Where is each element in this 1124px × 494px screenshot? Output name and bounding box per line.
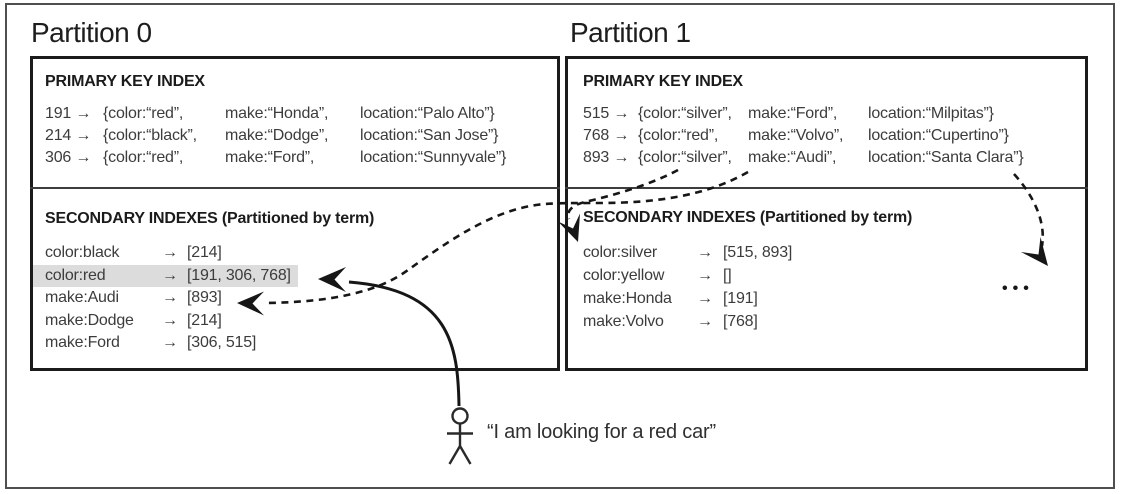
maps-to-arrow: →: [162, 244, 178, 262]
doc-make: make:“Honda”,: [225, 105, 329, 122]
doc-color: {color:“silver”,: [638, 149, 732, 166]
index-term: color:black: [45, 244, 120, 262]
partition-1-primary-rows: 515 → {color:“silver”, make:“Ford”, loca…: [583, 103, 1024, 169]
user-query-text: “I am looking for a red car”: [487, 421, 716, 443]
doc-id: 768 →: [583, 127, 630, 144]
maps-to-arrow: →: [697, 266, 713, 284]
doc-color: {color:“red”,: [638, 127, 719, 144]
index-entry: make:Audi → [893]: [45, 287, 222, 310]
index-entry: color:silver → [515, 893]: [583, 241, 792, 264]
maps-to-arrow: →: [697, 243, 713, 261]
outer-frame: [5, 3, 1115, 489]
doc-make: make:“Dodge”,: [225, 127, 329, 144]
index-postings: [214]: [187, 244, 222, 262]
primary-row: 214 → {color:“black”, make:“Dodge”, loca…: [45, 125, 506, 147]
index-entry: make:Dodge → [214]: [45, 310, 222, 333]
index-postings: [515, 893]: [723, 243, 793, 261]
section-divider: [565, 187, 1088, 189]
maps-to-arrow: →: [162, 311, 178, 329]
maps-to-arrow: →: [697, 289, 713, 307]
partition-0-secondary-rows: color:black → [214] color:red → [191, 30…: [33, 242, 298, 355]
section-divider: [30, 187, 560, 189]
index-term: color:silver: [583, 243, 658, 261]
partition-0-box: PRIMARY KEY INDEX 191 → {color:“red”, ma…: [30, 56, 560, 371]
index-postings: [306, 515]: [187, 334, 257, 352]
index-postings: [768]: [723, 312, 758, 330]
index-term: make:Audi: [45, 289, 119, 307]
index-entry-highlighted: color:red → [191, 306, 768]: [33, 264, 298, 287]
partition-1-secondary-index-header: SECONDARY INDEXES (Partitioned by term): [583, 209, 913, 226]
doc-color: {color:“red”,: [103, 105, 184, 122]
partition-1-box: PRIMARY KEY INDEX 515 → {color:“silver”,…: [565, 56, 1088, 371]
index-entry: make:Honda → [191]: [583, 287, 758, 310]
index-postings: [214]: [187, 311, 222, 329]
primary-row: 893 → {color:“silver”, make:“Audi”, loca…: [583, 147, 1024, 169]
doc-location: location:“San Jose”}: [360, 127, 499, 144]
index-entry: color:yellow → []: [583, 264, 732, 287]
doc-id: 191 →: [45, 105, 92, 122]
index-postings: [893]: [187, 289, 222, 307]
doc-make: make:“Ford”,: [748, 105, 838, 122]
index-entry: make:Ford → [306, 515]: [45, 332, 256, 355]
doc-make: make:“Ford”,: [225, 149, 315, 166]
partition-0-title: Partition 0: [31, 17, 152, 48]
doc-make: make:“Audi”,: [748, 149, 837, 166]
index-term: make:Volvo: [583, 312, 664, 330]
doc-color: {color:“black”,: [103, 127, 197, 144]
partition-1-secondary-rows: color:silver → [515, 893] color:yellow →…: [583, 241, 792, 333]
partition-0-primary-rows: 191 → {color:“red”, make:“Honda”, locati…: [45, 103, 506, 169]
more-partitions-ellipsis: •••: [1002, 280, 1034, 297]
doc-id: 214 →: [45, 127, 92, 144]
index-entry: color:black → [214]: [45, 242, 222, 265]
index-postings: [191, 306, 768]: [187, 266, 291, 284]
index-entry: make:Volvo → [768]: [583, 310, 758, 333]
primary-row: 515 → {color:“silver”, make:“Ford”, loca…: [583, 103, 1024, 125]
maps-to-arrow: →: [162, 334, 178, 352]
index-term: make:Ford: [45, 334, 120, 352]
doc-make: make:“Volvo”,: [748, 127, 844, 144]
doc-location: location:“Cupertino”}: [868, 127, 1009, 144]
partition-0-primary-index-header: PRIMARY KEY INDEX: [45, 73, 205, 90]
index-postings: [191]: [723, 289, 758, 307]
partition-1-primary-index-header: PRIMARY KEY INDEX: [583, 73, 743, 90]
doc-id: 515 →: [583, 105, 630, 122]
index-term: make:Honda: [583, 289, 672, 307]
index-term: make:Dodge: [45, 311, 134, 329]
doc-id: 306 →: [45, 149, 92, 166]
doc-location: location:“Palo Alto”}: [360, 105, 495, 122]
primary-row: 191 → {color:“red”, make:“Honda”, locati…: [45, 103, 506, 125]
doc-color: {color:“silver”,: [638, 105, 732, 122]
index-term: color:red: [45, 266, 106, 284]
index-postings: []: [723, 266, 732, 284]
maps-to-arrow: →: [162, 289, 178, 307]
maps-to-arrow: →: [697, 312, 713, 330]
doc-location: location:“Santa Clara”}: [868, 149, 1024, 166]
doc-color: {color:“red”,: [103, 149, 184, 166]
partition-1-title: Partition 1: [570, 17, 691, 48]
doc-location: location:“Milpitas”}: [868, 105, 994, 122]
primary-row: 768 → {color:“red”, make:“Volvo”, locati…: [583, 125, 1024, 147]
partition-0-secondary-index-header: SECONDARY INDEXES (Partitioned by term): [45, 210, 375, 227]
primary-row: 306 → {color:“red”, make:“Ford”, locatio…: [45, 147, 506, 169]
index-term: color:yellow: [583, 266, 665, 284]
doc-location: location:“Sunnyvale”}: [360, 149, 507, 166]
maps-to-arrow: →: [162, 266, 178, 284]
doc-id: 893 →: [583, 149, 630, 166]
